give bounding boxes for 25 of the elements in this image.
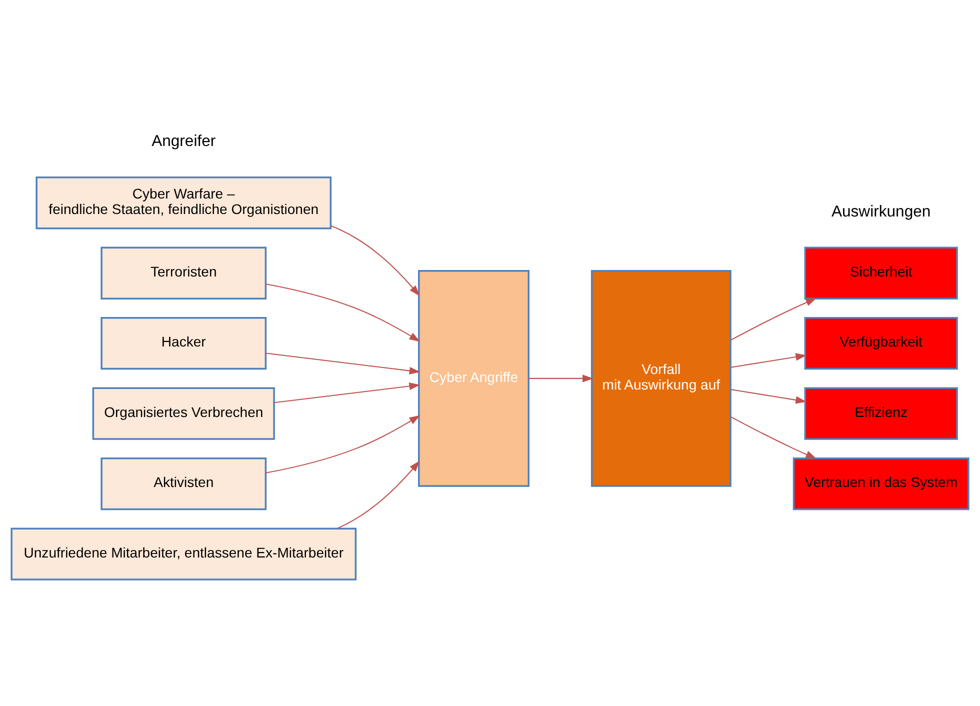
- node-box: Hacker: [100, 317, 267, 370]
- arrow: [266, 352, 420, 375]
- arrow: [730, 298, 817, 341]
- arrow: [330, 225, 420, 296]
- node-box: Aktivisten: [100, 457, 267, 510]
- arrow: [337, 460, 420, 529]
- arrow: [730, 353, 807, 368]
- arrow: [274, 382, 420, 404]
- arrow: [266, 415, 420, 474]
- arrow: [266, 283, 420, 342]
- node-box: Effizienz: [804, 387, 958, 440]
- node-box: Cyber Angriffe: [418, 270, 530, 487]
- node-box: Vertrauen in das System: [792, 457, 970, 510]
- node-box: Unzufriedene Mitarbeiter, entlassene Ex-Mitarbeiter: [10, 528, 357, 580]
- node-box: Organisiertes Verbrechen: [92, 387, 275, 440]
- label: Auswirkungen: [831, 203, 931, 220]
- node-box: Verfügbarkeit: [804, 317, 958, 370]
- arrow: [730, 389, 807, 404]
- label: Angreifer: [152, 133, 216, 150]
- node-box: Sicherheit: [804, 246, 958, 300]
- node-box: Vorfall mit Auswirkung auf: [590, 270, 732, 487]
- arrow: [730, 416, 817, 459]
- arrow: [528, 374, 594, 382]
- node-box: Cyber Warfare – feindliche Staaten, feindliche Organistionen: [36, 176, 332, 230]
- node-box: Terroristen: [100, 246, 267, 300]
